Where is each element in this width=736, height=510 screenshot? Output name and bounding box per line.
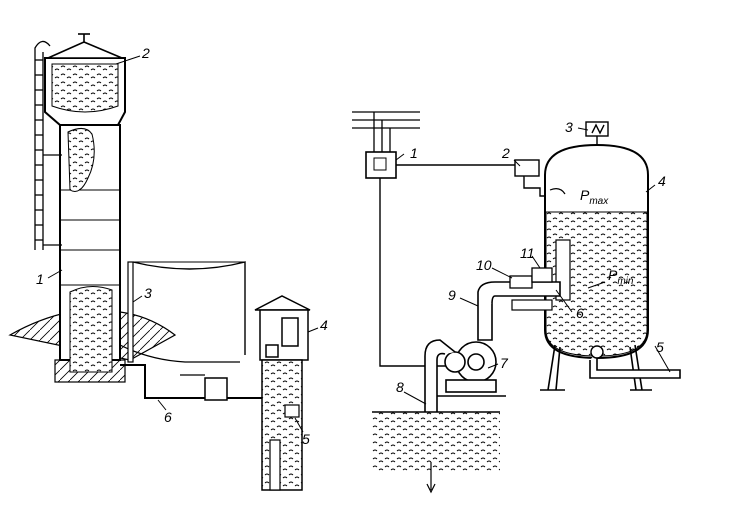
air-valve [531,267,553,283]
riser-pipe [127,261,134,363]
pressure-min-symbol: P [608,267,618,283]
ground-line [119,344,240,363]
outlet-pipe [589,352,681,379]
right-callout-10: 10 [476,257,492,273]
check-valve [509,275,533,289]
water-reservoir [372,412,500,472]
right-callout-4: 4 [658,173,666,189]
tower-water-middle [67,128,95,192]
left-figure [8,33,319,491]
left-callout-2: 2 [141,45,150,61]
inlet-pipe [477,281,561,305]
pressure-min-subscript: min [617,276,634,287]
right-callout-8: 8 [396,379,404,395]
tower-roof [47,41,123,59]
right-callout-2: 2 [501,145,510,161]
pressure-max-symbol: P [580,187,590,203]
tank-legs [540,344,652,391]
left-callout-6: 6 [164,409,172,425]
right-callout-3: 3 [565,119,573,135]
pressure-min-label: Pmin [608,267,634,287]
power-wire [132,261,246,355]
right-callout-5: 5 [656,339,664,355]
control-wiring [379,164,520,367]
right-figure [352,111,681,494]
pressure-max-subscript: max [589,196,609,207]
left-callout-4: 4 [320,317,328,333]
pressure-pipe [477,300,493,341]
tower-ladder [34,40,62,250]
left-callout-5: 5 [302,431,310,447]
tower-water-lower [69,286,113,373]
pump [436,341,506,397]
right-callout-6: 6 [576,305,584,321]
well-shaft [261,359,303,491]
pump-house [254,295,311,361]
safety-valve [585,121,609,146]
left-callout-3: 3 [144,285,152,301]
right-callout-7: 7 [500,355,509,371]
tank-water [51,63,119,113]
pressure-max-label: Pmax [580,187,609,207]
left-callout-1: 1 [36,271,44,287]
valve-chamber [204,377,228,401]
power-lines [352,111,420,152]
right-callout-1: 1 [410,145,418,161]
right-callout-11: 11 [520,245,535,261]
right-callout-9: 9 [448,287,456,303]
pressure-switch [514,159,548,197]
